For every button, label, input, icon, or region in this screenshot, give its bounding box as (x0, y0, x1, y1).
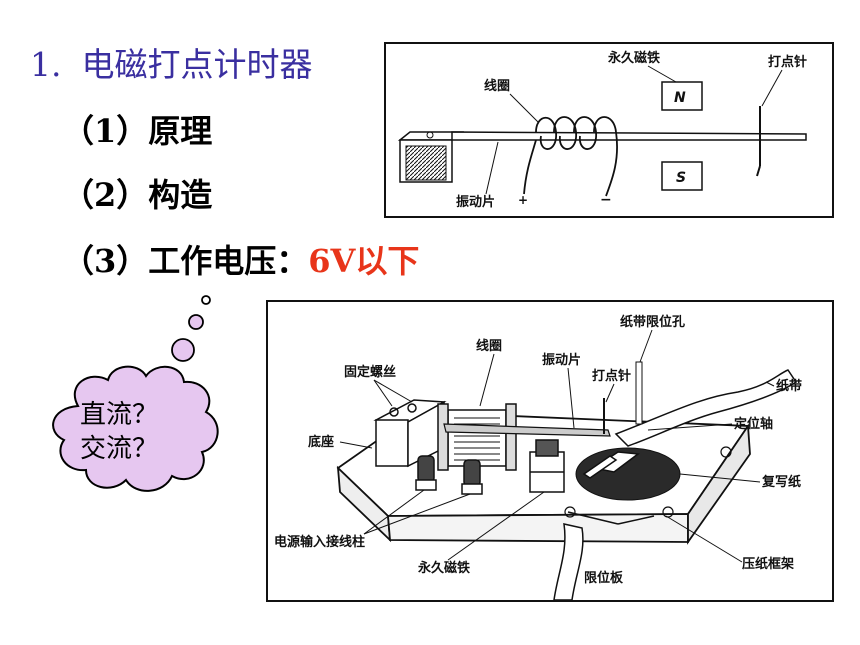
label-tape: 纸带 (776, 378, 802, 394)
magnet-south: S (661, 161, 703, 191)
label-limit-plate: 限位板 (584, 570, 624, 586)
item-voltage: （3）工作电压：6V以下 (62, 236, 419, 282)
label-press-frame: 压纸框架 (742, 556, 794, 572)
label-axis: 定位轴 (733, 416, 773, 432)
label-needle: 打点针 (592, 368, 631, 384)
press-frame (567, 451, 655, 525)
label-coil: 线圈 (476, 338, 502, 354)
item-structure: （2）构造 (62, 176, 213, 214)
label-base: 底座 (308, 434, 334, 450)
label-vibrator: 振动片 (542, 352, 581, 368)
label-magnet: 永久磁铁 (607, 50, 660, 66)
label-needle: 打点针 (768, 54, 807, 70)
base-block (397, 131, 465, 183)
vibrating-reed (451, 131, 807, 141)
label-tape-hole: 纸带限位孔 (620, 314, 685, 330)
coil-body (437, 403, 517, 471)
svg-text:N: N (674, 90, 686, 106)
voltage-value: 6V以下 (308, 242, 420, 280)
terminal-plus: + (518, 193, 528, 207)
label-vibrator: 振动片 (456, 194, 495, 210)
principle-diagram-svg: + − N S 永久磁铁 打点针 线圈 振动片 (397, 50, 807, 210)
permanent-magnet (529, 439, 565, 493)
thought-line-dc: 直流？ (80, 400, 159, 430)
item-principle: （1）原理 (62, 112, 213, 150)
heading-title: 电磁打点计时器 (81, 45, 313, 84)
leader-lines (339, 329, 775, 563)
magnet-north: N (661, 81, 703, 111)
fixing-block (373, 399, 447, 468)
label-coil: 线圈 (484, 78, 510, 94)
label-magnet: 永久磁铁 (417, 560, 470, 576)
terminal-minus: − (600, 192, 612, 208)
thought-line-ac: 交流？ (80, 434, 159, 464)
power-terminals (415, 455, 483, 495)
label-fixing-screw: 固定螺丝 (344, 364, 396, 380)
voltage-label: （3）工作电压： (62, 242, 309, 280)
thought-bubble (52, 295, 219, 492)
coil (523, 116, 618, 197)
structure-diagram-svg: 纸带限位孔 线圈 振动片 打点针 固定螺丝 纸带 定位轴 底座 复写纸 电源输入… (274, 314, 802, 600)
needle (756, 106, 761, 177)
thought-bubble-text: 直流？ 交流？ (80, 398, 158, 466)
label-terminals: 电源输入接线柱 (274, 534, 365, 550)
heading-number: 1. (30, 45, 62, 84)
svg-text:S: S (676, 170, 686, 186)
principle-diagram: + − N S 永久磁铁 打点针 线圈 振动片 (384, 42, 834, 218)
slide-heading: 1. 电磁打点计时器 (30, 38, 313, 86)
structure-diagram: 纸带限位孔 线圈 振动片 打点针 固定螺丝 纸带 定位轴 底座 复写纸 电源输入… (266, 300, 834, 602)
label-carbon-paper: 复写纸 (761, 474, 801, 490)
vibrating-reed (443, 423, 611, 437)
paper-tape (553, 369, 798, 600)
tape-limit-post (635, 361, 643, 425)
